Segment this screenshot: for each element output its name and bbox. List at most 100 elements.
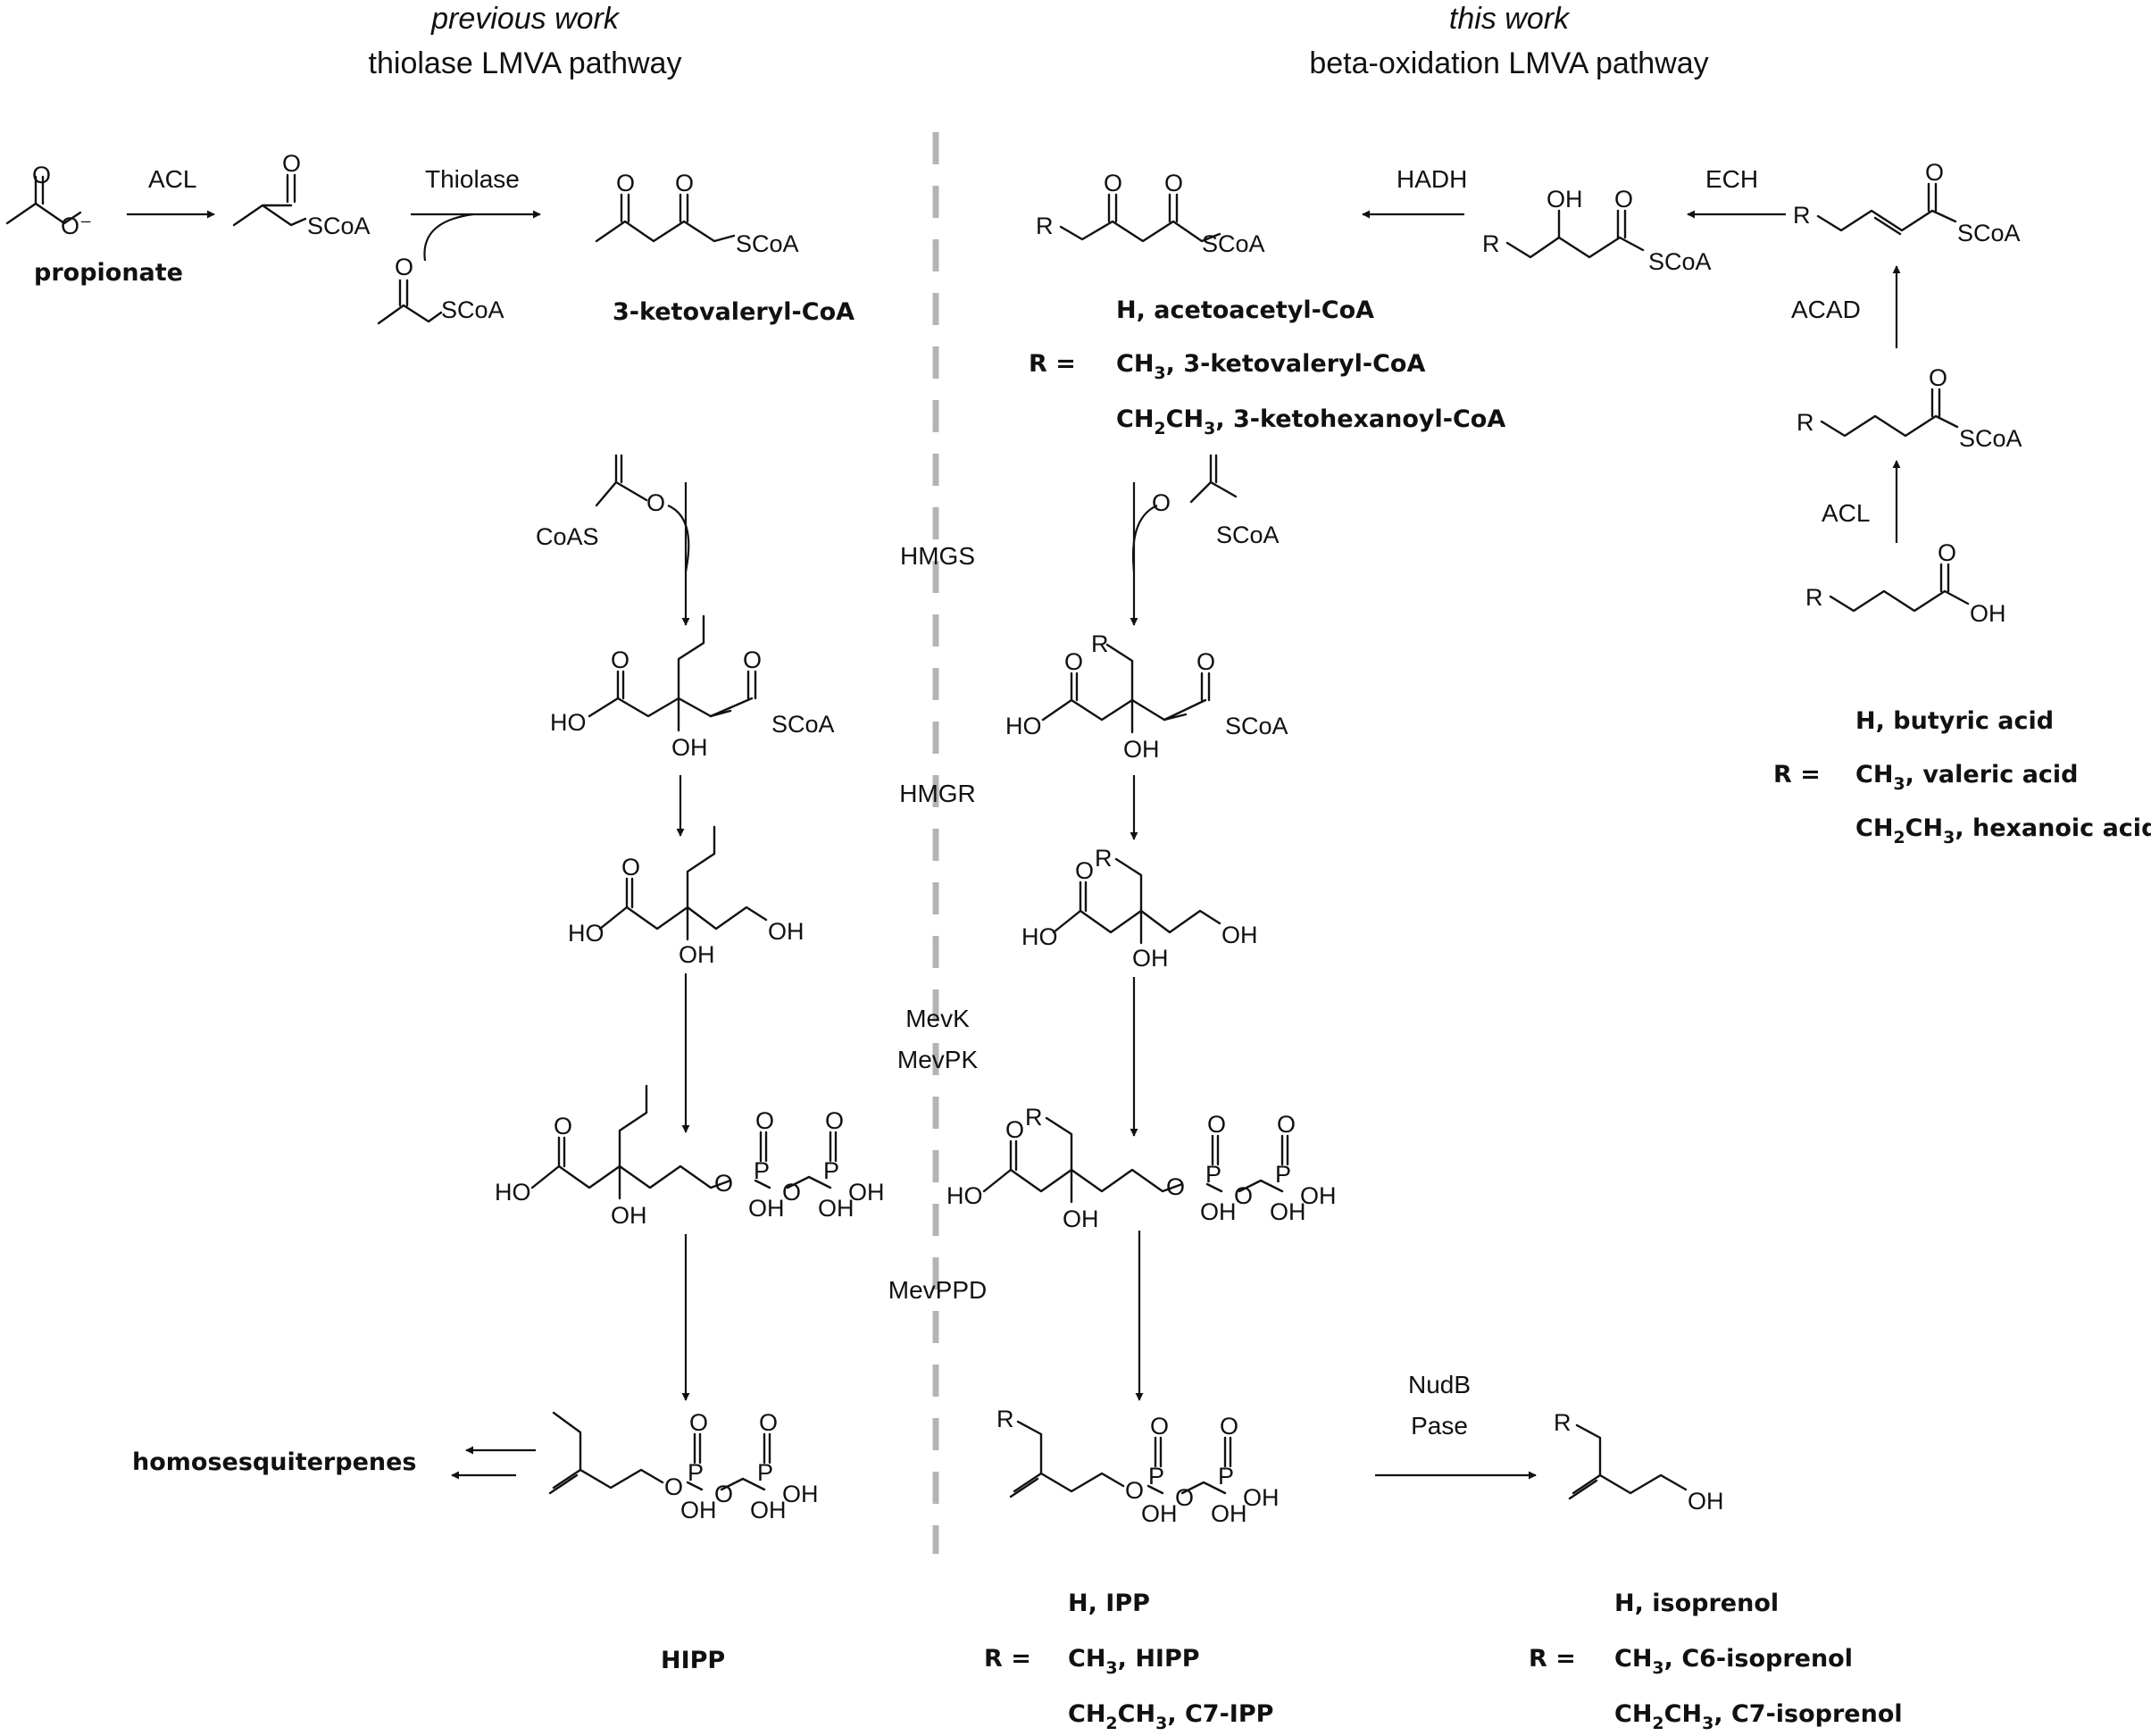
hmgr-label: HMGR xyxy=(899,780,976,807)
atom-oh: OH xyxy=(782,1481,819,1507)
atom-o: O xyxy=(1152,489,1171,516)
atom-p: P xyxy=(754,1157,770,1184)
atom-ho: HO xyxy=(550,709,587,736)
mevalonate-left-structure: O HO OH OH xyxy=(568,825,805,968)
atom-p: P xyxy=(1205,1161,1221,1188)
atom-oh: OH xyxy=(750,1497,787,1523)
atom-o: O xyxy=(689,1409,708,1436)
ipp-r-group-list: H, IPP R = CH3, HIPP CH2CH3, C7-IPP xyxy=(984,1590,1273,1733)
atom-o: O xyxy=(1196,648,1215,675)
atom-r: R xyxy=(1482,230,1500,257)
atom-scoa: SCoA xyxy=(1202,230,1265,257)
mevpk-label: MevPK xyxy=(897,1046,979,1073)
ketoacyl-coa-structure: R O O SCoA xyxy=(1036,170,1265,257)
atom-o: O xyxy=(1164,170,1183,196)
ipp-r-ch2ch3: CH2CH3, C7-IPP xyxy=(1068,1700,1273,1733)
atom-r: R xyxy=(1793,202,1811,229)
atom-oh: OH xyxy=(1970,600,2006,627)
mevpp-left-structure: O HO OH O P O OH O P O OH OH xyxy=(495,1084,885,1229)
atom-o: O xyxy=(759,1409,778,1436)
atom-ho: HO xyxy=(1021,923,1058,950)
hipp-left-structure: O P O OH O P O OH OH xyxy=(548,1409,819,1523)
atom-scoa: SCoA xyxy=(1959,425,2022,452)
isoprenol-r-eq: R = xyxy=(1529,1645,1576,1673)
atom-oh: OH xyxy=(671,734,708,761)
hadh-label: HADH xyxy=(1396,165,1467,193)
hmg-coa-left-structure: O O HO OH SCoA xyxy=(550,614,835,761)
atom-oh: OH xyxy=(1123,736,1160,763)
atom-o: O xyxy=(616,170,635,196)
hmgs-label: HMGS xyxy=(900,542,975,570)
mevalonate-right-structure: R O HO OH OH xyxy=(1021,845,1258,972)
atom-p: P xyxy=(757,1459,773,1486)
atom-o: O xyxy=(1166,1173,1185,1200)
atom-oh: OH xyxy=(848,1179,885,1206)
atom-o: O xyxy=(1150,1413,1169,1440)
acid-r-ch3: CH3, valeric acid xyxy=(1855,761,2079,794)
atom-o: O xyxy=(611,647,629,673)
atom-oh: OH xyxy=(680,1497,717,1523)
ipp-right-structure: R O P O OH O P O OH OH xyxy=(996,1406,1280,1527)
atom-oh: OH xyxy=(1547,186,1583,213)
atom-oh: OH xyxy=(748,1195,785,1222)
atom-o: O xyxy=(1104,170,1122,196)
atom-r: R xyxy=(1554,1409,1572,1436)
atom-r: R xyxy=(1025,1104,1043,1131)
atom-p: P xyxy=(688,1459,704,1486)
pase-label: Pase xyxy=(1411,1412,1468,1440)
atom-p: P xyxy=(823,1157,839,1184)
atom-oh: OH xyxy=(1063,1206,1099,1232)
thioester-r-eq: R = xyxy=(1029,350,1076,378)
atom-oh: OH xyxy=(611,1202,647,1229)
hydroxyacyl-coa-structure: R OH O SCoA xyxy=(1482,186,1712,275)
atom-oh: OH xyxy=(818,1195,855,1222)
mevpp-right-structure: R O HO OH O P O OH O P O OH OH xyxy=(946,1104,1337,1232)
atom-o: O xyxy=(825,1107,844,1134)
acid-r-eq: R = xyxy=(1773,761,1821,789)
atom-o: O xyxy=(743,647,762,673)
right-header-title: beta-oxidation LMVA pathway xyxy=(1309,46,1708,80)
ipp-r-eq: R = xyxy=(984,1645,1031,1673)
atom-o: O xyxy=(714,1481,733,1507)
right-header-tag: this work xyxy=(1449,2,1571,36)
atom-p: P xyxy=(1148,1463,1164,1490)
atom-scoa: SCoA xyxy=(307,213,371,239)
acyl-coa-structure: R O SCoA xyxy=(1797,364,2022,452)
atom-oh: OH xyxy=(1132,945,1169,972)
mevk-label: MevK xyxy=(905,1005,970,1032)
atom-r: R xyxy=(1797,409,1814,436)
atom-o: O xyxy=(1064,648,1083,675)
atom-o: O xyxy=(1925,159,1944,186)
atom-o: O xyxy=(1005,1116,1024,1143)
atom-oh: OH xyxy=(1300,1182,1337,1209)
enoyl-coa-structure: R O SCoA xyxy=(1793,159,2021,246)
atom-r: R xyxy=(996,1406,1014,1432)
acetyl-coa-cosubstrate: O SCoA xyxy=(377,213,504,325)
atom-p: P xyxy=(1275,1161,1291,1188)
atom-o: O xyxy=(282,150,301,177)
atom-r: R xyxy=(1095,845,1113,872)
atom-coas: CoAS xyxy=(536,523,599,550)
atom-scoa: SCoA xyxy=(1225,713,1288,739)
atom-o: O xyxy=(554,1113,572,1139)
atom-scoa: SCoA xyxy=(1216,522,1280,548)
propionyl-coa-structure: O SCoA xyxy=(232,150,371,239)
atom-p: P xyxy=(1218,1463,1234,1490)
atom-scoa: SCoA xyxy=(736,230,799,257)
atom-oh: OH xyxy=(1688,1488,1724,1515)
thioester-r-group-list: H, acetoacetyl-CoA R = CH3, 3-ketovalery… xyxy=(1029,296,1505,438)
ketovaleryl-coa-structure: O O SCoA xyxy=(595,170,799,257)
nudb-label: NudB xyxy=(1408,1371,1471,1398)
atom-scoa: SCoA xyxy=(1957,220,2021,246)
atom-oh: OH xyxy=(1141,1500,1178,1527)
acid-r-group-list: H, butyric acid R = CH3, valeric acid CH… xyxy=(1773,707,2151,847)
isoprenol-structure: R OH xyxy=(1554,1409,1724,1515)
atom-o: O xyxy=(782,1179,801,1206)
homosesquiterpenes-label: homosesquiterpenes xyxy=(132,1448,417,1476)
atom-scoa: SCoA xyxy=(1648,248,1712,275)
atom-oh: OH xyxy=(768,918,805,945)
atom-ho: HO xyxy=(1005,713,1042,739)
atom-o: O xyxy=(1277,1111,1296,1138)
atom-ho: HO xyxy=(495,1179,531,1206)
